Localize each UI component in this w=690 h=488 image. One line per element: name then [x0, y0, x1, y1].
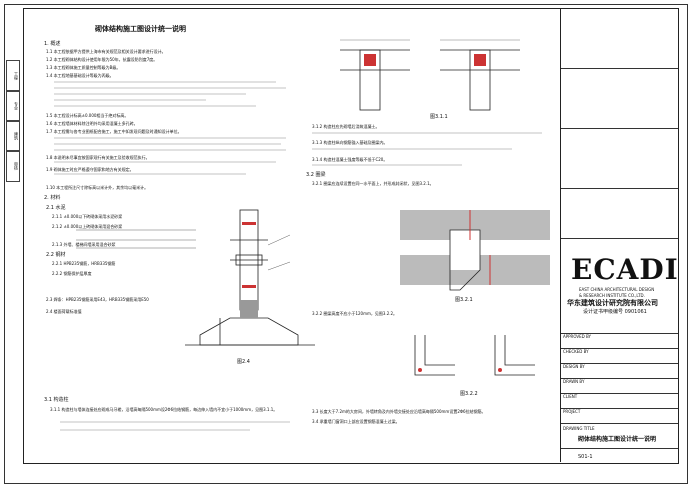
figure-3-1-1-corner-column [340, 39, 520, 111]
note-line: 2.1.1 ±0.000以下砖砌体采用水泥砂浆 [52, 214, 123, 219]
note-line: 3.2 圈梁 [306, 172, 326, 178]
strip-cell: 专业 [6, 90, 20, 122]
doc-title: 砌体结构施工图设计统一说明 [95, 25, 186, 33]
logo-en: EAST CHINA ARCHITECTURAL DESIGN [579, 287, 655, 292]
left-title-strip: 工程 专业 建筑 审核 [6, 60, 20, 420]
note-line: 3.2.2 圈梁高度不应小于120mm，见图3.2.2。 [312, 311, 398, 316]
section-3-right-filler [312, 132, 542, 166]
text-filler-lines [54, 81, 286, 249]
note-line: 1. 概述 [44, 41, 61, 47]
cert-number: 设计证书甲级编号 0901061 [583, 309, 647, 315]
note-line: 2.1 水泥 [46, 205, 66, 211]
strip-cell: 审核 [6, 150, 20, 182]
strip-cell: 建筑 [6, 120, 20, 152]
note-line: 1.9 砌体施工时应严格遵守国家和地方有关规定。 [46, 167, 134, 172]
drawing-number: S01-1 [578, 454, 593, 460]
note-line: 3.1.3 构造柱纵向钢筋锚入基础及圈梁内。 [312, 140, 388, 145]
note-line: 3.4 承重墙门窗洞口上部应设置钢筋混凝土过梁。 [312, 419, 400, 424]
logo-en: & RESEARCH INSTITUTE CO.,LTD. [579, 293, 645, 298]
note-line: 2.1.3 外墙、楼梯间墙采用混合砂浆 [52, 242, 116, 247]
strip-cell: 工程 [6, 60, 20, 92]
note-line: 1.2 本工程砌体结构设计使用年限为50年，抗震设防烈度7度。 [46, 57, 158, 62]
note-line: 1.6 本工程墙体材料除注明外均采用混凝土多孔砖。 [46, 121, 138, 126]
note-line: 1.4 本工程地基基础设计等级为丙级。 [46, 73, 114, 78]
drawing-sheet [4, 4, 688, 484]
tb-label: APPROVED BY [563, 334, 592, 339]
note-line: 2. 材料 [44, 195, 61, 201]
note-line: 2.4 楼面荷载标准值 [46, 309, 82, 314]
section-3-filler [60, 421, 290, 431]
note-line: 3.2.1 圈梁应连续设置在同一水平面上，并形成封闭状，见图3.2.1。 [312, 181, 434, 186]
logo-text: ECADI [571, 253, 679, 286]
tb-label: DRAWING TITLE [563, 426, 595, 431]
note-line: 2.2.2 钢筋保护层厚度 [52, 271, 92, 276]
note-line: 1.8 本说明未尽事宜按国家现行有关施工及验收规范执行。 [46, 155, 150, 160]
note-line: 1.10 本工程所注尺寸除标高以米计外，其余均以毫米计。 [46, 185, 149, 190]
note-line: 3.1.4 构造柱混凝土强度等级不低于C20。 [312, 157, 388, 162]
note-line: 1.3 本工程砌体施工质量控制等级为B级。 [46, 65, 121, 70]
tb-label: DESIGN BY [563, 364, 585, 369]
drawing-frame [23, 8, 679, 464]
note-line: 2.2 钢材 [46, 252, 66, 258]
company-logo: ECADI EAST CHINA ARCHITECTURAL DESIGN & … [563, 250, 678, 320]
note-line: 3.1 构造柱 [44, 397, 69, 403]
figure-2-4-foundation [185, 209, 315, 346]
note-line: 3.1.2 构造柱应先砌墙后浇筑混凝土。 [312, 124, 380, 129]
note-line: 3.3 长度大于7.2m的大房间，外墙转角及内外墙交接处应沿墙高每隔500mm设… [312, 409, 486, 414]
note-line: 3.1.1 构造柱与墙体连接处应砌成马牙槎，沿墙高每隔500mm设2Φ6拉结钢筋… [50, 407, 278, 412]
tb-label: CLIENT [563, 394, 578, 399]
fig-label: 图3.2.2 [460, 391, 478, 397]
note-line: 1.7 本工程需与各专业图纸配合施工，施工中如发现问题及时通知设计单位。 [46, 129, 182, 134]
fig-label: 图2.4 [237, 359, 250, 365]
tb-label: DRAWN BY [563, 379, 585, 384]
title-block [560, 8, 678, 462]
tb-label: PROJECT [563, 409, 581, 414]
fig-label: 图3.2.1 [455, 297, 473, 303]
note-line: 2.1.2 ±0.000以上砖砌体采用混合砂浆 [52, 224, 123, 229]
figure-3-2-1-ring-beam [400, 210, 550, 291]
note-line: 1.5 本工程设计标高±0.000相当于绝对标高。 [46, 113, 129, 118]
note-line: 2.3 焊条：HPB235钢筋采用E43，HRB335钢筋采用E50 [46, 297, 149, 302]
tb-label: CHECKED BY [563, 349, 589, 354]
figure-3-2-2-beam-details [414, 335, 535, 376]
note-line: 1.1 本工程依据甲方提供上海市有关规范及相关设计要求进行设计。 [46, 49, 166, 54]
note-line: 2.2.1 HPB235钢筋，HRB335钢筋 [52, 261, 116, 266]
fig-label: 图3.1.1 [430, 114, 448, 120]
logo-cn: 华东建筑设计研究院有限公司 [567, 299, 658, 307]
drawing-title: 砌体结构施工图设计统一说明 [578, 436, 657, 443]
